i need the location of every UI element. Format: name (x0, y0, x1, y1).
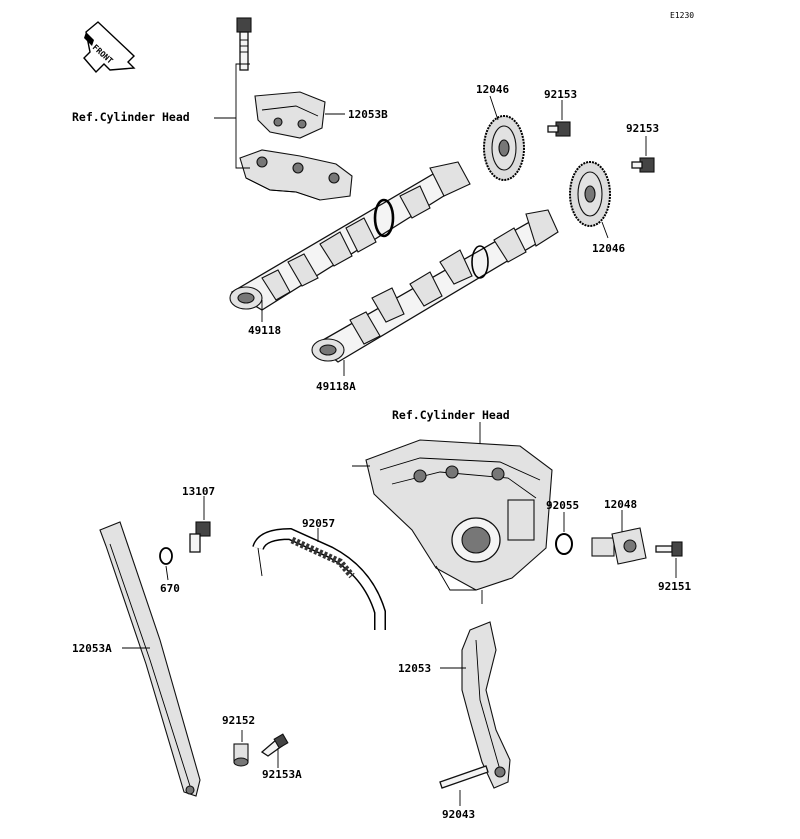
callout-670: 670 (160, 582, 180, 595)
tensioner-bolt (655, 541, 683, 557)
callout-92153A: 92153A (262, 768, 302, 781)
bolt-92153A (260, 733, 289, 757)
cam-chain (252, 527, 386, 630)
chain-tensioner (591, 527, 647, 565)
cam-sprocket-lower (569, 161, 611, 227)
ref-cylinder-head-mid: Ref.Cylinder Head (392, 408, 510, 422)
guide-bolt-13107 (189, 521, 211, 553)
callout-12053A: 12053A (72, 642, 112, 655)
callout-12053B: 12053B (348, 108, 388, 121)
collar-92152 (233, 743, 249, 767)
o-ring-92055 (555, 533, 573, 555)
callout-12046-upper: 12046 (476, 83, 509, 96)
cam-sprocket-upper (483, 115, 525, 181)
callout-49118: 49118 (248, 324, 281, 337)
callout-12053: 12053 (398, 662, 431, 675)
cylinder-head (365, 439, 553, 591)
chain-guide-12053A (99, 521, 201, 797)
callout-13107: 13107 (182, 485, 215, 498)
callout-92043: 92043 (442, 808, 475, 821)
callout-92153-lower: 92153 (626, 122, 659, 135)
diagram-code: E1230 (670, 11, 694, 20)
ref-cylinder-head-top: Ref.Cylinder Head (72, 110, 190, 124)
front-arrow-icon: FRONT (83, 21, 136, 74)
sprocket-bolt-upper (547, 121, 571, 137)
chain-guide-12053 (461, 621, 511, 789)
callout-92057: 92057 (302, 517, 335, 530)
callout-92153-upper: 92153 (544, 88, 577, 101)
callout-49118A: 49118A (316, 380, 356, 393)
sprocket-bolt-lower (631, 157, 655, 173)
callout-92152: 92152 (222, 714, 255, 727)
washer-670 (159, 547, 173, 565)
pin-92043 (439, 765, 489, 789)
callout-12048: 12048 (604, 498, 637, 511)
callout-12046-lower: 12046 (592, 242, 625, 255)
camshaft-49118A (311, 209, 559, 363)
callout-92055: 92055 (546, 499, 579, 512)
camshaft-49118 (229, 161, 471, 311)
cam-cap-assembly (214, 17, 353, 201)
callout-92151: 92151 (658, 580, 691, 593)
